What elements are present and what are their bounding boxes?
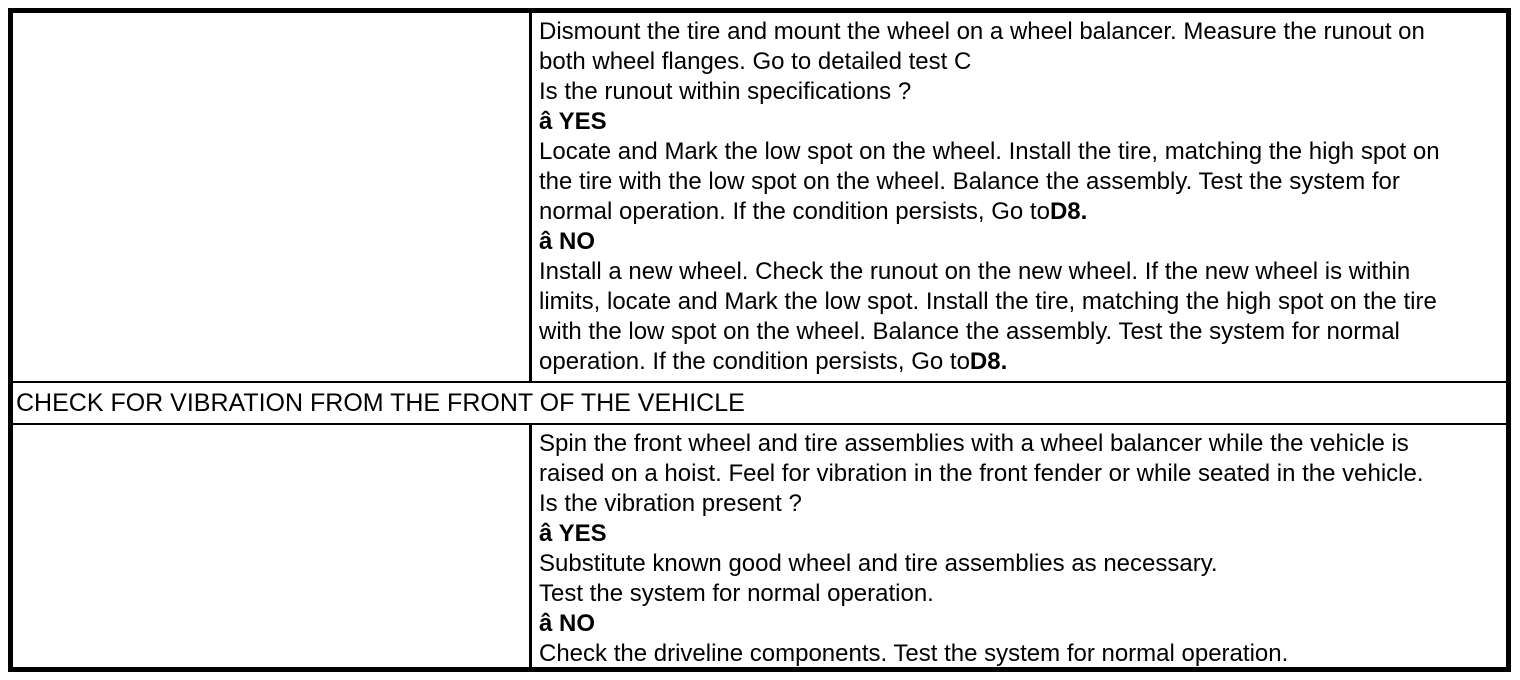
table-row-step: Dismount the tire and mount the wheel on… — [13, 13, 1506, 383]
procedure-text-cell: Dismount the tire and mount the wheel on… — [532, 13, 1506, 381]
action-cell-empty — [13, 425, 532, 669]
text-line: the tire with the low spot on the wheel.… — [539, 168, 1400, 195]
text-line: Install a new wheel. Check the runout on… — [539, 258, 1411, 285]
text-line: Dismount the tire and mount the wheel on… — [539, 18, 1425, 45]
text-line: Check the driveline components. Test the… — [539, 640, 1289, 667]
text-line: â NO — [539, 228, 596, 255]
text-line: Spin the front wheel and tire assemblies… — [539, 430, 1409, 457]
table-row-step: Spin the front wheel and tire assemblies… — [13, 425, 1506, 669]
text-line: normal operation. If the condition persi… — [539, 198, 1088, 225]
text-line: â YES — [539, 520, 607, 547]
action-cell-empty — [13, 13, 532, 381]
diagnostic-procedure-table: Dismount the tire and mount the wheel on… — [8, 8, 1511, 672]
text-line: Locate and Mark the low spot on the whee… — [539, 138, 1440, 165]
text-line: with the low spot on the wheel. Balance … — [539, 318, 1400, 345]
text-line: Substitute known good wheel and tire ass… — [539, 550, 1218, 577]
text-line: Is the runout within specifications ? — [539, 78, 912, 105]
text-line: Is the vibration present ? — [539, 490, 802, 517]
text-line: Test the system for normal operation. — [539, 580, 934, 607]
text-line: both wheel flanges. Go to detailed test … — [539, 48, 972, 75]
section-header-row: CHECK FOR VIBRATION FROM THE FRONT OF TH… — [13, 383, 1506, 425]
text-line: â NO — [539, 610, 596, 637]
procedure-text-cell: Spin the front wheel and tire assemblies… — [532, 425, 1506, 669]
section-title: CHECK FOR VIBRATION FROM THE FRONT OF TH… — [16, 389, 745, 417]
text-line: limits, locate and Mark the low spot. In… — [539, 288, 1437, 315]
text-line: raised on a hoist. Feel for vibration in… — [539, 460, 1424, 487]
text-line: operation. If the condition persists, Go… — [539, 348, 1008, 375]
text-line: â YES — [539, 108, 607, 135]
